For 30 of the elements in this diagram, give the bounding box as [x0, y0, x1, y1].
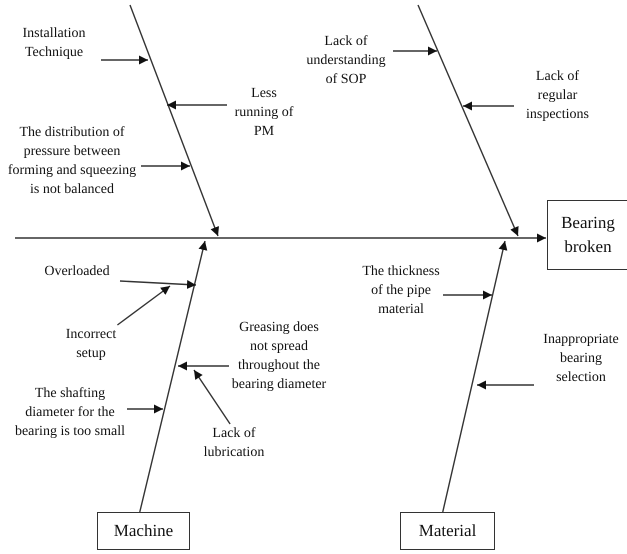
arrow — [167, 100, 227, 110]
cause-label: Greasing does not spread throughout the bearing diameter — [230, 318, 328, 394]
cause-label: Less running of PM — [228, 84, 300, 141]
cause-label: Overloaded — [34, 262, 120, 281]
bone-arrow — [139, 240, 208, 512]
category-box: Machine — [97, 512, 190, 550]
arrow — [116, 285, 170, 326]
cause-label: Lack of understanding of SOP — [300, 32, 392, 89]
arrow — [101, 56, 148, 64]
bone-arrow — [442, 240, 508, 512]
cause-label: The distribution of pressure between forming and squeezing is not balanced — [4, 123, 140, 199]
arrow — [463, 102, 514, 110]
cause-label: Incorrect setup — [58, 325, 124, 363]
cause-label: Lack of lubrication — [195, 424, 273, 462]
arrow — [141, 162, 190, 170]
arrow — [443, 290, 492, 300]
cause-label: Lack of regular inspections — [515, 67, 600, 124]
arrow — [393, 46, 437, 56]
cause-label: The thickness of the pipe material — [360, 262, 442, 319]
arrow — [178, 362, 229, 370]
cause-label: Inappropriate bearing selection — [535, 330, 627, 387]
arrow — [127, 404, 163, 414]
arrow — [477, 380, 534, 390]
arrow — [193, 370, 231, 424]
arrow — [120, 280, 196, 290]
cause-label: Installation Technique — [8, 24, 100, 62]
effect-box: Bearing broken — [547, 200, 627, 270]
category-box: Material — [400, 512, 495, 550]
cause-label: The shafting diameter for the bearing is too small — [14, 384, 126, 441]
spine-arrow — [15, 234, 546, 242]
